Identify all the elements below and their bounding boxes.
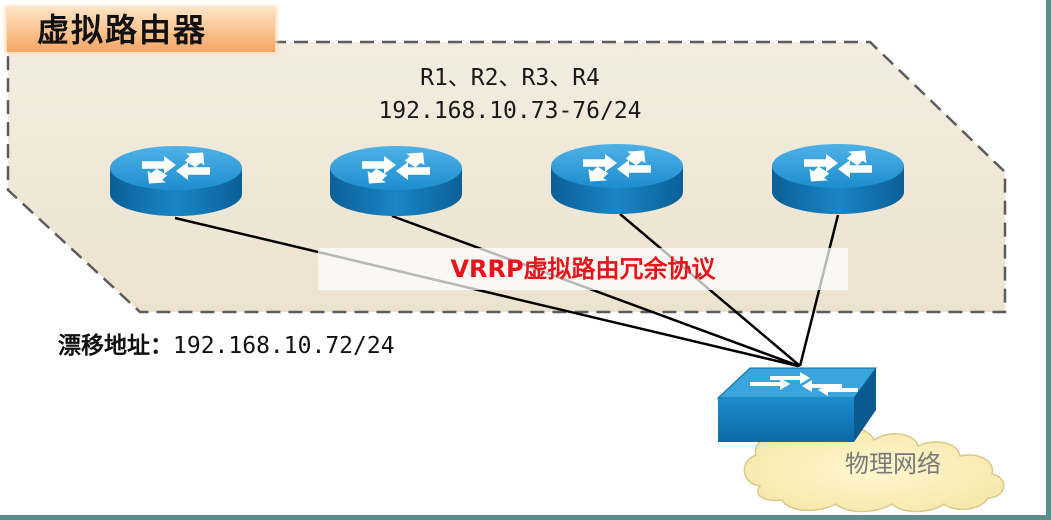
router-icon (110, 146, 242, 216)
group-title: 虚拟路由器 (7, 8, 275, 52)
router-names-label: R1、R2、R3、R4 (420, 65, 600, 91)
floating-address-value: 192.168.10.72/24 (173, 333, 395, 359)
switch-icon (716, 367, 877, 442)
protocol-label: VRRP虚拟路由冗余协议 (450, 255, 716, 283)
router-icon (551, 144, 683, 214)
link-r2-switch (391, 214, 800, 368)
link-r4-switch (798, 214, 840, 367)
link-r1-switch (174, 216, 799, 368)
bottom-frame-bar (0, 515, 1051, 520)
floating-address: 漂移地址：192.168.10.72/24 (58, 326, 395, 360)
right-frame-bar (1046, 0, 1051, 520)
physical-network-label: 物理网络 (845, 450, 941, 478)
link-r3-switch (619, 213, 801, 367)
router-ip-range-label: 192.168.10.73-76/24 (378, 98, 642, 124)
router-icon (330, 146, 462, 216)
link-lines (174, 213, 840, 368)
protocol-label-background (318, 248, 848, 290)
floating-address-label: 漂移地址： (58, 333, 173, 359)
router-icon (772, 144, 904, 214)
virtual-router-region (6, 40, 1007, 314)
